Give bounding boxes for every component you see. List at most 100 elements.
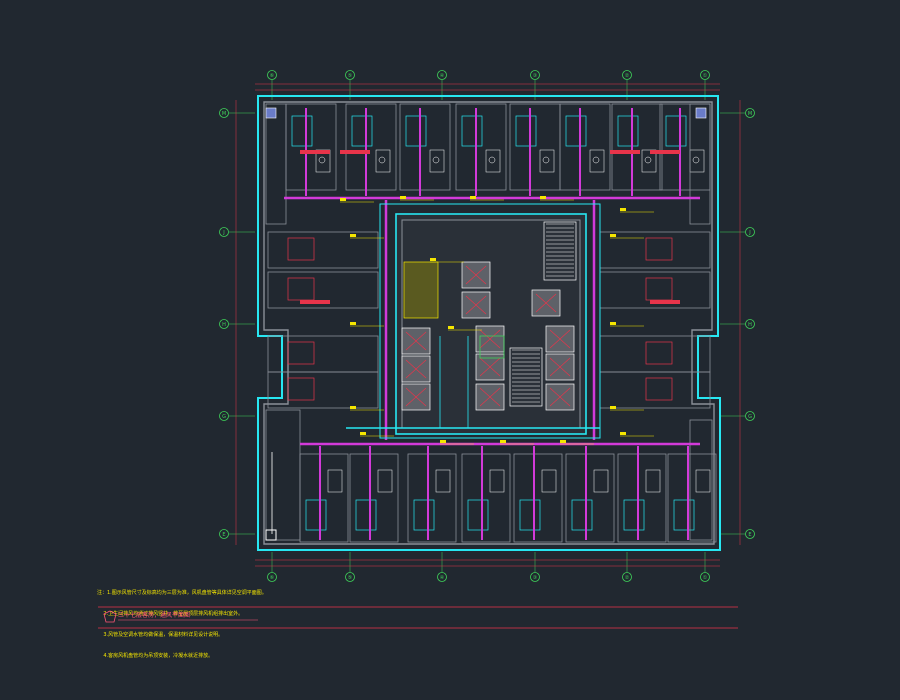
elevator-x-b-6	[479, 329, 501, 349]
bath-bottom-5	[593, 469, 609, 493]
bed-bottom-6	[623, 499, 645, 531]
axis-left-4-label: E	[222, 532, 225, 538]
bed-top-7	[665, 115, 687, 147]
inner-wall	[263, 101, 715, 545]
room-bottom-3	[461, 453, 511, 543]
axis-top-3-label: ③	[533, 73, 537, 79]
partition-accent-1	[340, 150, 370, 154]
fixture-top-6	[644, 156, 652, 164]
fixture-top-7	[692, 156, 700, 164]
room-top-4	[509, 103, 561, 191]
fixture-top-5	[592, 156, 600, 164]
bed-bottom-5	[571, 499, 593, 531]
axis-bottom-1-circle	[345, 572, 355, 582]
room-left-3	[267, 371, 379, 409]
note-line-3: 3.风管及空调水管均做保温，保温材料详见设计说明。	[97, 632, 224, 638]
room-right-0	[599, 231, 711, 269]
fixture-top-1	[378, 156, 386, 164]
note-line-2: 2.卫生间排风均通过排风竖井，排至屋顶层排风机组排出室外。	[97, 611, 244, 617]
room-top-1	[345, 103, 397, 191]
bed-bottom-2	[413, 499, 435, 531]
bed-left-0	[287, 237, 315, 261]
axis-bottom-2-circle	[437, 572, 447, 582]
partition-accent-5	[650, 300, 680, 304]
room-left-2	[267, 335, 379, 373]
duct-tag-mark-10	[610, 406, 616, 409]
axis-top-5-label: ①	[703, 73, 708, 79]
axis-left-2-label: H	[222, 322, 226, 328]
axis-top-5-circle	[700, 70, 710, 80]
axis-right-3-circle	[745, 411, 755, 421]
elevator-x-b-7	[479, 357, 501, 377]
drawing-title: 三十七层客房，通风平面图	[118, 612, 191, 619]
room-corner-nw	[265, 103, 287, 225]
axis-right-2-label: H	[748, 322, 752, 328]
elevator-x-b-2	[465, 295, 487, 315]
bed-right-2	[645, 341, 673, 365]
duct-tag-mark-13	[500, 440, 506, 443]
bath-top-2	[429, 149, 445, 173]
axis-top-0-label: ⑥	[270, 73, 275, 79]
elevator-x-b-9	[549, 329, 571, 349]
bed-left-1	[287, 277, 315, 301]
building-plan	[235, 83, 741, 567]
elevator-x-b-10	[549, 357, 571, 377]
axis-bottom-1-label: ⑤	[348, 575, 352, 581]
room-bottom-5	[565, 453, 615, 543]
stair-b	[509, 347, 543, 407]
room-bottom-0	[299, 453, 349, 543]
bath-bottom-0	[327, 469, 343, 493]
bed-bottom-7	[673, 499, 695, 531]
note-line-1: 注：1.图示风管尺寸及标高均为三层为准，风机盘管等具体详见空调平面图。	[97, 590, 267, 596]
axis-right-4-label: E	[748, 532, 751, 538]
duct-tag-mark-3	[540, 196, 546, 199]
axis-right-1-circle	[745, 227, 755, 237]
duct-tag-mark-4	[620, 208, 626, 211]
bed-top-0	[291, 115, 313, 147]
duct-tag-mark-12	[440, 440, 446, 443]
axis-left-3-label: G	[222, 414, 226, 420]
core-equipment	[479, 335, 505, 359]
duct-tag-mark-2	[470, 196, 476, 199]
riser-top-right	[695, 107, 707, 119]
bath-bottom-2	[435, 469, 451, 493]
axis-right-3-label: G	[748, 414, 752, 420]
core-shaft-lines	[439, 336, 469, 428]
axis-top-4-circle	[622, 70, 632, 80]
elevator-x-b-8	[479, 387, 501, 407]
room-right-2	[599, 335, 711, 373]
bath-top-6	[641, 149, 657, 173]
bath-bottom-1	[377, 469, 393, 493]
duct-tag-mark-14	[560, 440, 566, 443]
axis-right-2-circle	[745, 319, 755, 329]
elevator-x-b-11	[549, 387, 571, 407]
bath-top-5	[589, 149, 605, 173]
axis-left-0-circle	[219, 108, 229, 118]
bed-top-2	[405, 115, 427, 147]
axis-top-2-circle	[437, 70, 447, 80]
room-bottom-7	[667, 453, 717, 543]
bed-top-6	[617, 115, 639, 147]
fixture-top-2	[432, 156, 440, 164]
room-right-3	[599, 371, 711, 409]
bath-bottom-7	[695, 469, 711, 493]
bed-bottom-3	[467, 499, 489, 531]
riser-top-left	[265, 107, 277, 119]
axis-left-4-circle	[219, 529, 229, 539]
room-left-0	[267, 231, 379, 269]
room-top-6	[611, 103, 663, 191]
room-top-5	[559, 103, 611, 191]
duct-tag-mark-5	[350, 234, 356, 237]
bed-top-5	[565, 115, 587, 147]
duct-tag-mark-7	[350, 322, 356, 325]
duct-tag-mark-6	[610, 234, 616, 237]
duct-tag-mark-8	[610, 322, 616, 325]
fixture-top-3	[488, 156, 496, 164]
room-top-3	[455, 103, 507, 191]
axis-left-0-label: M	[222, 111, 226, 117]
axis-bottom-5-circle	[700, 572, 710, 582]
bed-right-1	[645, 277, 673, 301]
